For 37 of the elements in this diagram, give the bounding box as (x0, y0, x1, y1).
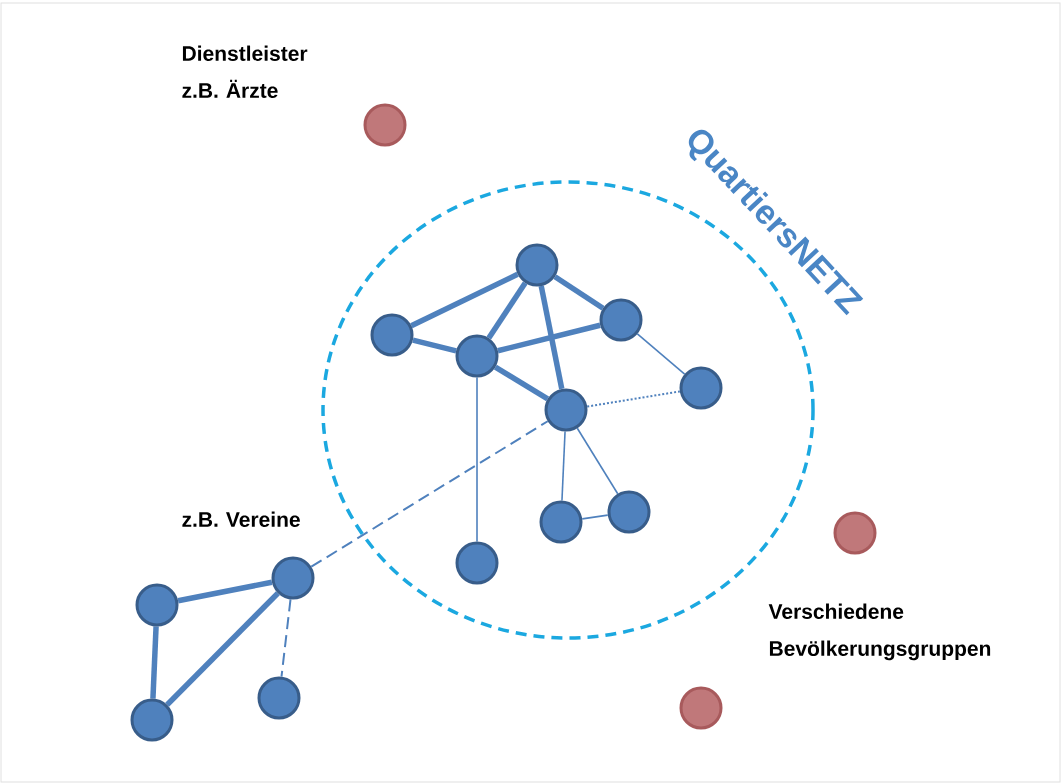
connector-line (576, 427, 619, 495)
circle-node (130, 698, 174, 742)
circle-node (455, 541, 499, 585)
circle-node (363, 103, 407, 147)
circle-node (679, 686, 723, 730)
connector-line (493, 364, 550, 402)
node-caption: Dienstleister z.B. Ärzte (182, 45, 308, 98)
connector-line (410, 271, 519, 329)
circle-node (370, 313, 414, 357)
connector-line (150, 626, 159, 699)
circle-node (515, 243, 559, 287)
connector-line (476, 376, 478, 543)
connector-line (553, 274, 605, 311)
connector-line (636, 333, 686, 375)
group-label: Verschiedene Bevölkerungsgruppen (768, 603, 991, 661)
circle-node (607, 490, 651, 534)
circle-node (679, 366, 723, 410)
connector-line (497, 322, 601, 354)
circle-node (455, 334, 499, 378)
connector-line (538, 285, 565, 390)
circle-node (271, 556, 315, 600)
connector-line (280, 598, 292, 678)
circle-node (135, 583, 179, 627)
circle-node (599, 298, 643, 342)
connector-line (310, 420, 549, 568)
connector-line (561, 430, 566, 502)
connector-line (412, 337, 457, 354)
circle-node (539, 500, 583, 544)
connector-line (581, 514, 609, 520)
group-label: z.B. Vereine (182, 511, 300, 527)
connector-line (486, 281, 528, 340)
connector-line (586, 390, 681, 408)
circle-node (544, 388, 588, 432)
connector-line (177, 579, 273, 604)
connector-line (165, 591, 280, 707)
circle-node (833, 511, 877, 555)
circle-node (257, 676, 301, 720)
